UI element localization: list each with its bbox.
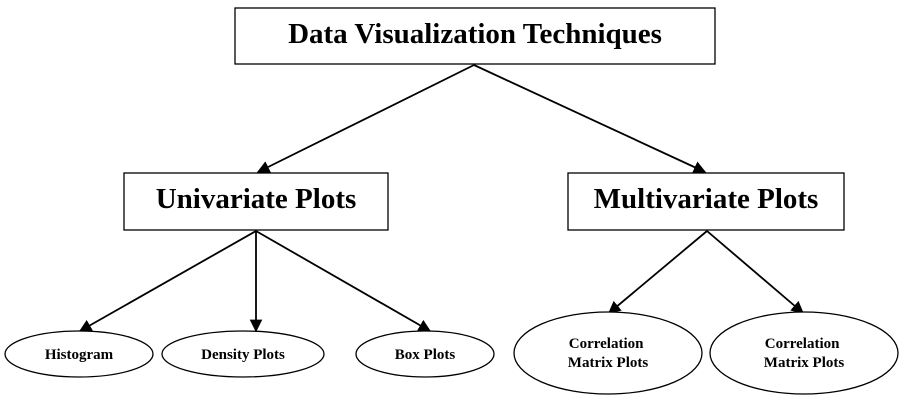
edge-univariate-box	[255, 230, 432, 332]
correlation-matrix-label-2-line-2: Matrix Plots	[764, 355, 845, 371]
edges	[78, 64, 804, 333]
univariate-label: Univariate Plots	[156, 183, 357, 215]
density-plots-label: Density Plots	[201, 347, 285, 363]
edge-root-univariate	[256, 64, 475, 173]
box-plots-label: Box Plots	[395, 347, 456, 363]
correlation-matrix-label-2: Correlation Matrix Plots	[764, 336, 845, 371]
correlation-matrix-node-2: Correlation Matrix Plots	[709, 311, 899, 395]
multivariate-node: Multivariate Plots	[567, 172, 845, 231]
density-plots-node: Density Plots	[161, 330, 325, 378]
histogram-node: Histogram	[4, 330, 154, 378]
edge-multivariate-corr2	[706, 230, 804, 314]
correlation-matrix-node-1: Correlation Matrix Plots	[513, 311, 703, 395]
box-plots-node: Box Plots	[355, 330, 495, 378]
edge-univariate-histogram	[78, 230, 257, 332]
edge-root-multivariate	[473, 64, 707, 173]
correlation-matrix-label-1-line-2: Matrix Plots	[568, 355, 649, 371]
correlation-matrix-label-2-line-1: Correlation	[765, 336, 840, 352]
correlation-matrix-label-1: Correlation Matrix Plots	[568, 336, 649, 371]
edge-multivariate-corr1	[608, 230, 708, 314]
root-label: Data Visualization Techniques	[288, 18, 662, 50]
univariate-node: Univariate Plots	[123, 172, 389, 231]
correlation-matrix-label-1-line-1: Correlation	[569, 336, 644, 352]
root-node: Data Visualization Techniques	[234, 7, 716, 65]
multivariate-label: Multivariate Plots	[594, 183, 819, 215]
histogram-label: Histogram	[45, 347, 114, 363]
